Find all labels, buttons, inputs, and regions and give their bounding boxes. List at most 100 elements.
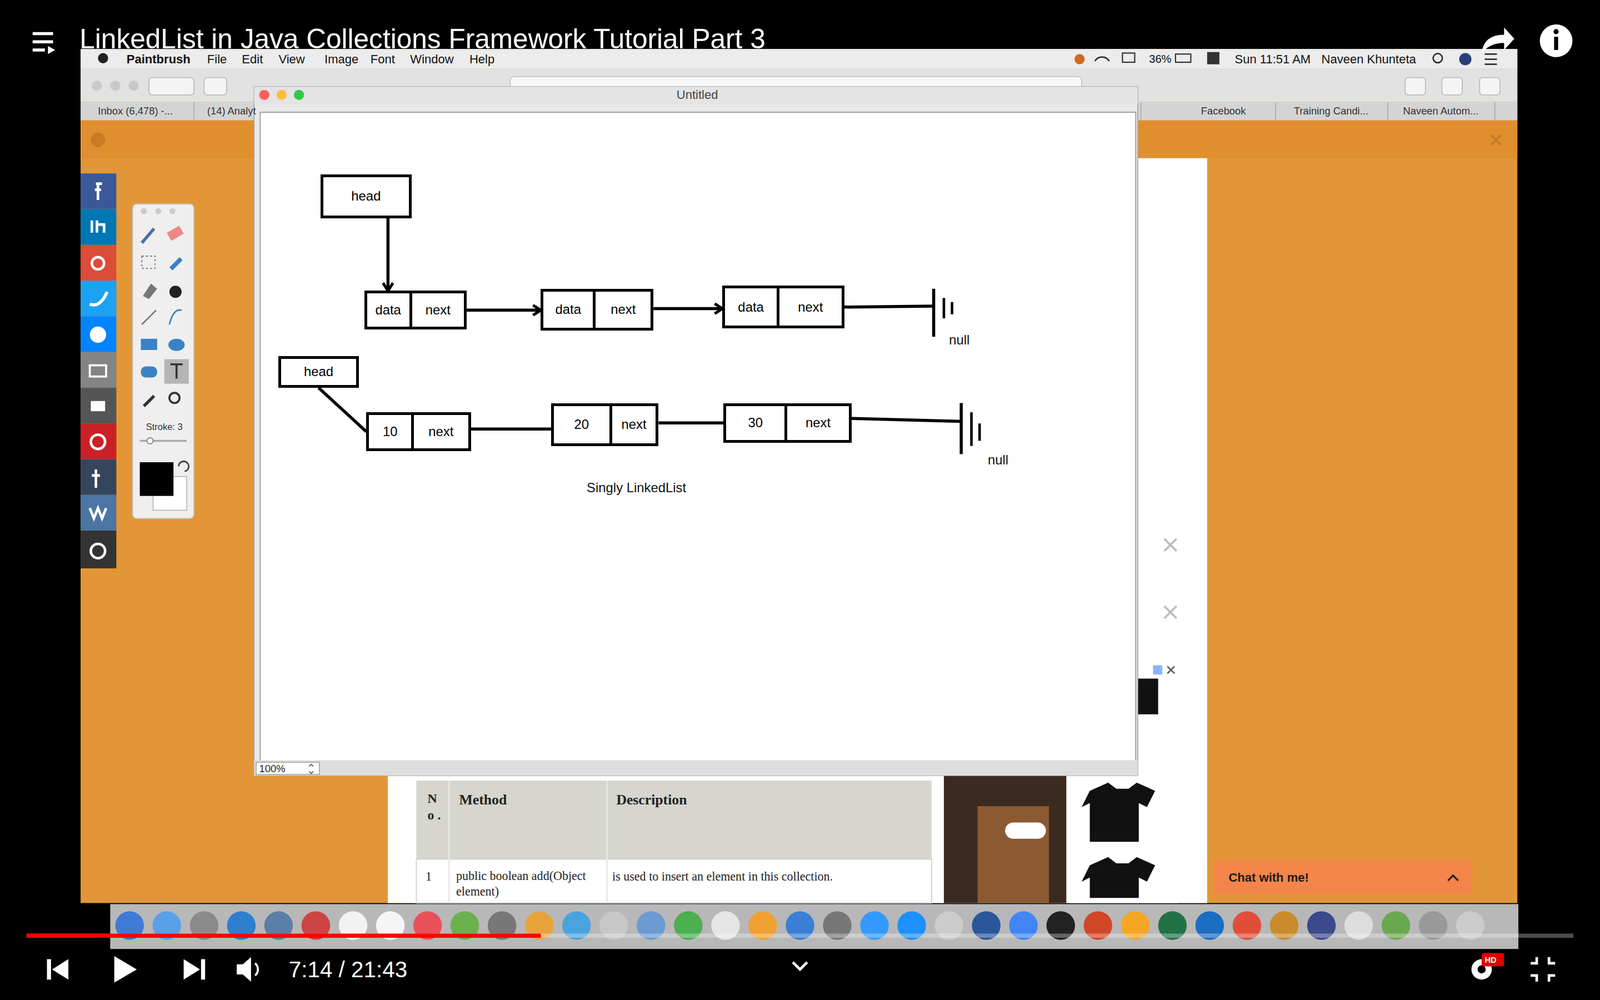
mac-screen <box>1164 538 1177 552</box>
browser-tab: Inbox (6,478) -... <box>97 105 173 118</box>
paintbrush-window <box>293 90 304 100</box>
list-node: datanext <box>722 285 844 329</box>
node-data: 20 <box>553 406 613 444</box>
video-controls <box>26 933 1574 938</box>
browser-tab: (14) Analyt <box>207 105 257 118</box>
methods-table <box>416 780 932 859</box>
tool-palette <box>140 462 174 497</box>
null-symbol <box>834 288 952 337</box>
paintbrush-window <box>253 86 1138 104</box>
mac-screen <box>1433 53 1443 63</box>
tool-palette <box>140 366 157 378</box>
video-controls <box>1553 36 1558 50</box>
share-sidebar <box>90 508 107 519</box>
share-sidebar <box>90 434 105 449</box>
paintbrush-window <box>309 764 314 774</box>
menu-item: Font <box>370 51 395 68</box>
advert <box>1081 782 1155 843</box>
tool-palette <box>178 461 189 472</box>
tool-palette <box>141 256 155 269</box>
mac-screen <box>203 77 227 95</box>
video-controls <box>47 46 55 55</box>
share-sidebar <box>80 387 117 424</box>
chat-button: Chat with me! <box>1228 870 1309 886</box>
battery-percent: 36% <box>1148 52 1172 67</box>
advert <box>977 806 1050 903</box>
video-controls <box>792 962 808 970</box>
link-line <box>471 427 552 432</box>
node-data: 30 <box>726 406 788 441</box>
video-controls <box>26 933 542 938</box>
user-name: Naveen Khunteta <box>1321 51 1417 68</box>
link-arrow <box>653 307 723 311</box>
tool-palette <box>169 285 182 298</box>
share-sidebar <box>90 326 107 343</box>
mac-screen <box>1490 134 1501 145</box>
app-menu: Paintbrush <box>126 51 191 68</box>
tool-palette <box>166 225 184 241</box>
video-controls <box>1553 28 1559 34</box>
video-time: 7:14 / 21:43 <box>288 955 408 984</box>
clock: Sun 11:51 AM <box>1234 51 1311 68</box>
menu-item: Help <box>469 51 495 68</box>
tool-palette <box>142 283 158 300</box>
node-next: next <box>413 415 468 449</box>
share-sidebar <box>80 173 117 569</box>
tool-palette <box>143 396 154 407</box>
null-symbol <box>950 302 954 315</box>
link-line <box>318 387 367 432</box>
table-cell: 1 <box>425 868 432 885</box>
video-controls <box>1477 965 1487 974</box>
mac-screen <box>1207 52 1220 65</box>
node-next: next <box>612 406 657 444</box>
node-next: next <box>595 291 651 328</box>
video-controls <box>236 957 252 982</box>
mac-screen <box>1459 53 1472 66</box>
paintbrush-window <box>253 86 1138 776</box>
table-cell: public boolean add(Object element) <box>456 868 599 899</box>
advert <box>1167 666 1175 674</box>
browser-tab: Naveen Autom... <box>1403 105 1479 118</box>
list-node: datanext <box>540 288 654 331</box>
share-sidebar <box>91 257 104 270</box>
share-sidebar <box>91 220 104 233</box>
paintbrush-window <box>260 112 1136 771</box>
tool-palette <box>146 437 153 444</box>
video-controls <box>183 959 206 980</box>
share-sidebar <box>80 316 117 352</box>
mac-screen <box>1484 53 1497 64</box>
menu-item: Window <box>410 51 454 68</box>
node-next: next <box>412 293 465 327</box>
paintbrush-window <box>259 90 270 100</box>
advert <box>943 775 1067 904</box>
advert <box>1153 665 1163 675</box>
chat-bar <box>1214 860 1473 894</box>
node-data: data <box>367 293 413 327</box>
null-label: null <box>948 331 970 349</box>
mac-screen <box>1405 77 1426 95</box>
video-controls <box>46 959 69 980</box>
mac-screen <box>1479 77 1500 95</box>
tool-palette <box>155 208 162 215</box>
chat-bar <box>1447 875 1458 881</box>
video-controls <box>26 24 1574 983</box>
mac-screen <box>1164 606 1177 619</box>
paintbrush-window <box>253 86 1138 776</box>
list-node: 20next <box>551 403 659 447</box>
mac-screen <box>1441 77 1463 95</box>
table-cell: is used to insert an element in this col… <box>612 868 833 885</box>
node-next: next <box>779 288 842 326</box>
head-pointer: head <box>278 356 359 388</box>
methods-table <box>448 780 608 903</box>
share-sidebar <box>80 495 117 531</box>
null-symbol <box>847 418 962 422</box>
list-node: 30next <box>723 403 852 444</box>
share-sidebar <box>90 543 105 559</box>
table-header: Description <box>616 791 687 809</box>
list-node: 10next <box>366 412 471 452</box>
share-sidebar <box>90 365 107 377</box>
share-sidebar <box>80 459 117 495</box>
